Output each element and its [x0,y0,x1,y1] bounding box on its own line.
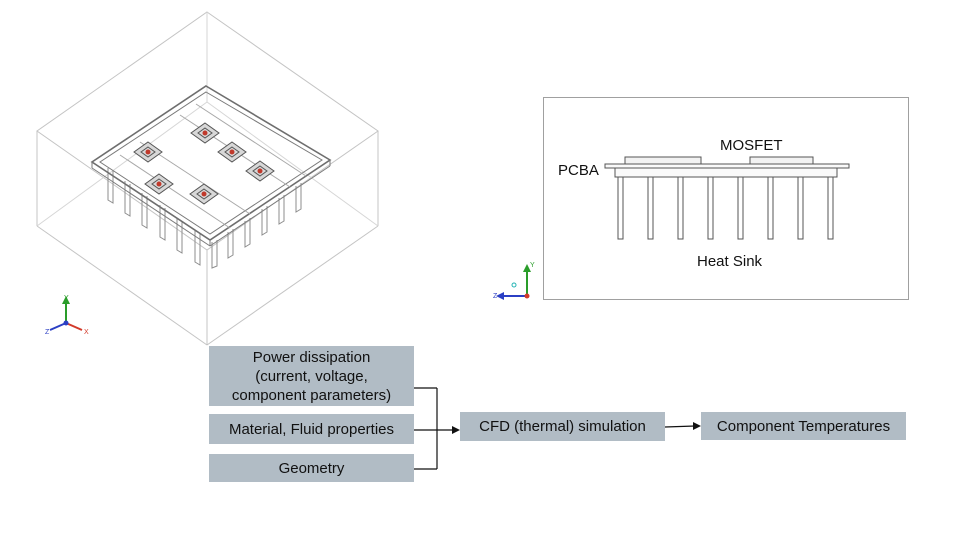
input-box-line: Geometry [278,459,345,477]
heat-sink-fins [107,168,302,269]
pcba-label: PCBA [558,162,599,179]
process-box-cfd: CFD (thermal) simulation [460,412,665,441]
side-axis-triad: Y Z [493,262,535,300]
connector-line [664,425,696,428]
side-view-frame [543,97,909,300]
process-label: CFD (thermal) simulation [479,418,646,435]
isometric-model-view: Y Z X [36,11,379,346]
output-box-temperatures: Component Temperatures [701,412,906,440]
side-axis-y-label: Y [530,262,535,269]
input-box-line: component parameters) [231,386,392,404]
side-view-drawing [604,156,850,240]
arrowhead [452,426,460,434]
iso-axis-x-label: X [84,329,89,336]
arrowhead [693,422,701,430]
input-box-material-fluid: Material, Fluid properties [209,414,414,444]
input-box-power-dissipation: Power dissipation (current, voltage, com… [209,346,414,406]
input-box-line: Material, Fluid properties [228,420,395,438]
input-box-geometry: Geometry [209,454,414,482]
mosfet-label: MOSFET [720,137,783,154]
iso-axis-triad [49,296,83,331]
input-box-line: Power dissipation [252,348,371,366]
input-box-line: (current, voltage, [255,367,368,385]
mosfet-components [133,122,275,205]
output-label: Component Temperatures [716,417,891,435]
side-axis-z-label: Z [493,293,498,300]
heat-sink-label: Heat Sink [697,253,763,270]
iso-axis-y-label: Y [64,295,69,302]
heat-sink-fins-side [617,176,834,240]
iso-axis-z-label: Z [45,329,50,336]
heat-sink-base [614,167,838,178]
